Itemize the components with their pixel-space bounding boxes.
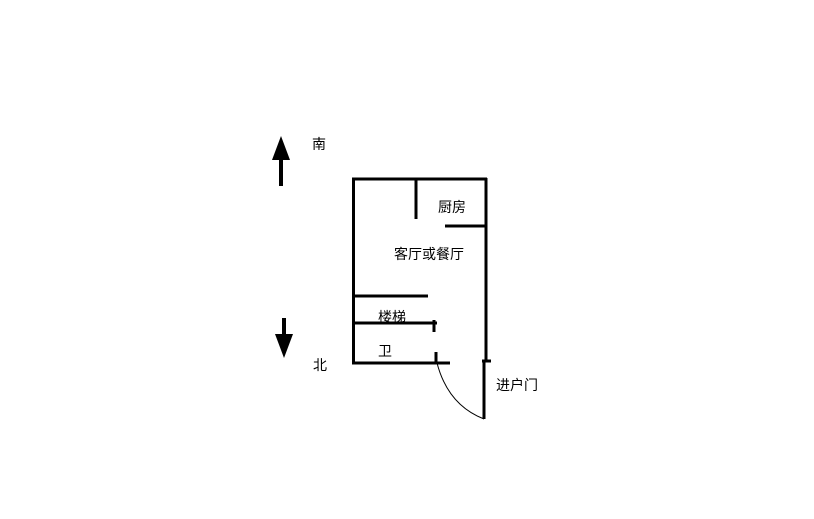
kitchen-label: 厨房 <box>438 200 466 216</box>
living-dining-label: 客厅或餐厅 <box>394 246 464 263</box>
bathroom-label: 卫 <box>378 344 392 360</box>
entrance-door <box>436 359 491 420</box>
north-arrow-icon <box>275 318 293 358</box>
south-arrow-icon <box>272 136 290 186</box>
entrance-door-label: 进户门 <box>496 377 538 394</box>
interior-walls <box>353 179 487 363</box>
stairs-label: 楼梯 <box>378 310 406 326</box>
south-label: 南 <box>312 137 326 153</box>
north-label: 北 <box>313 358 327 374</box>
outer-walls <box>352 177 488 365</box>
